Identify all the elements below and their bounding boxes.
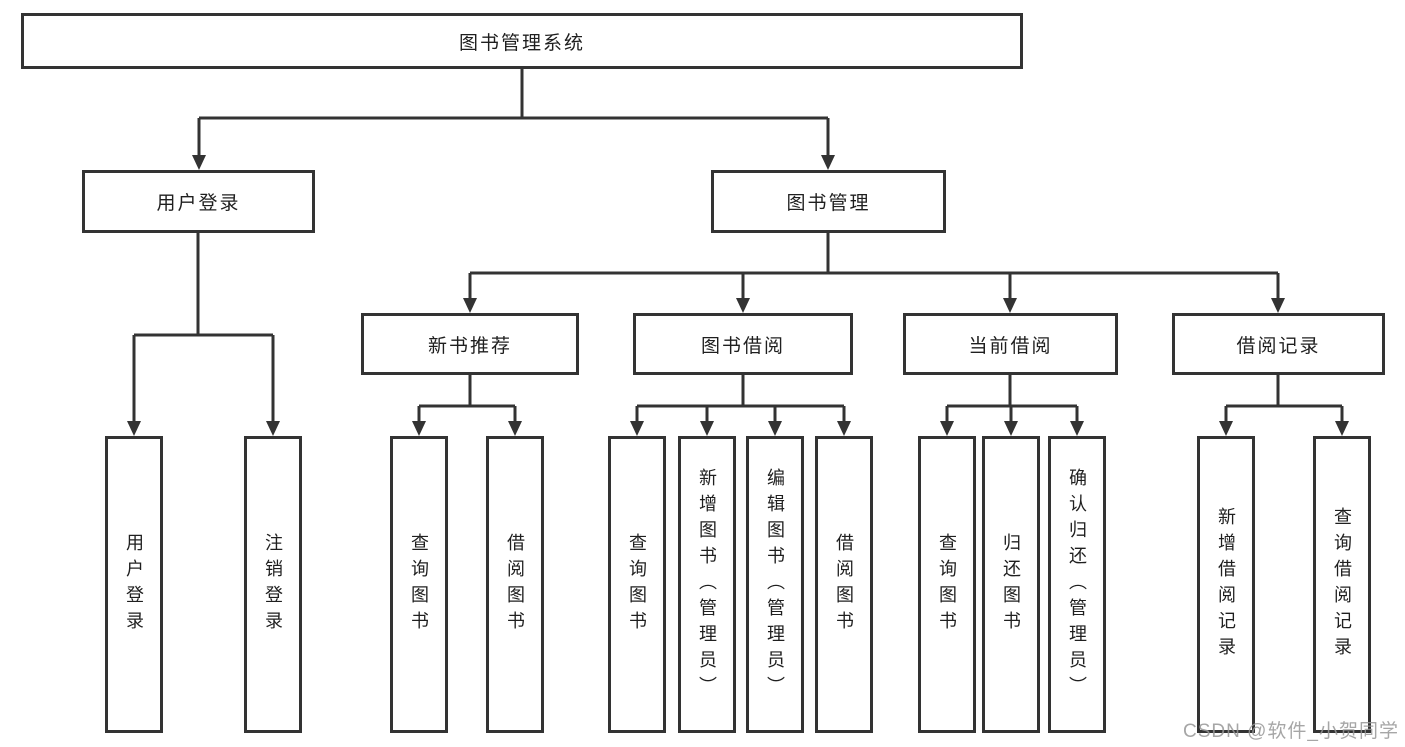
node-user-login-label: 用户登录 [156, 193, 241, 214]
arrowhead [1335, 421, 1349, 436]
leaf-current-query-book: 查询图书 [918, 436, 976, 733]
node-new-book-recommend-label: 新书推荐 [427, 335, 512, 357]
arrowheads [127, 155, 1349, 436]
leaf-return-book-label: 归还图书 [1001, 532, 1021, 637]
arrowhead [192, 155, 206, 170]
leaf-borrow-query-book: 查询图书 [608, 436, 666, 733]
edge-recommend-to-leaves [417, 375, 517, 422]
edge-login-to-leaves [132, 233, 275, 422]
leaf-recommend-borrow-book: 借阅图书 [486, 436, 544, 733]
node-book-management-label: 图书管理 [786, 193, 871, 214]
edge-borrow-to-leaves [635, 375, 846, 422]
leaf-logout: 注销登录 [244, 436, 302, 733]
edge-root-to-level2 [197, 69, 830, 156]
node-book-management: 图书管理 [711, 170, 946, 233]
leaf-add-book-admin-label: 新增图书（管理员） [697, 467, 717, 702]
leaf-confirm-return-admin-label: 确认归还（管理员） [1067, 467, 1087, 702]
arrowhead [1271, 298, 1285, 313]
node-book-borrow: 图书借阅 [633, 313, 853, 375]
arrowhead [412, 421, 426, 436]
node-root-label: 图书管理系统 [458, 32, 585, 54]
leaf-borrow-query-book-label: 查询图书 [627, 532, 647, 637]
node-new-book-recommend: 新书推荐 [361, 313, 579, 375]
connector-lines [132, 69, 1344, 422]
leaf-borrow-book-label: 借阅图书 [834, 532, 854, 637]
leaf-add-book-admin: 新增图书（管理员） [678, 436, 736, 733]
node-current-borrow: 当前借阅 [903, 313, 1118, 375]
node-user-login: 用户登录 [82, 170, 315, 233]
edge-current-to-leaves [945, 375, 1079, 422]
arrowhead [1219, 421, 1233, 436]
leaf-user-login-label: 用户登录 [124, 532, 144, 637]
leaf-add-borrow-record: 新增借阅记录 [1197, 436, 1255, 733]
arrowhead [940, 421, 954, 436]
leaf-current-query-book-label: 查询图书 [937, 532, 957, 637]
arrowhead [736, 298, 750, 313]
leaf-edit-book-admin-label: 编辑图书（管理员） [765, 467, 785, 702]
leaf-query-borrow-record-label: 查询借阅记录 [1332, 506, 1352, 663]
leaf-edit-book-admin: 编辑图书（管理员） [746, 436, 804, 733]
arrowhead [508, 421, 522, 436]
leaf-confirm-return-admin: 确认归还（管理员） [1048, 436, 1106, 733]
node-borrow-record-label: 借阅记录 [1236, 335, 1321, 357]
leaf-query-borrow-record: 查询借阅记录 [1313, 436, 1371, 733]
leaf-borrow-book: 借阅图书 [815, 436, 873, 733]
arrowhead [821, 155, 835, 170]
node-book-borrow-label: 图书借阅 [700, 335, 785, 357]
arrowhead [266, 421, 280, 436]
arrowhead [630, 421, 644, 436]
arrowhead [837, 421, 851, 436]
leaf-recommend-borrow-book-label: 借阅图书 [505, 532, 525, 637]
leaf-recommend-query-book-label: 查询图书 [409, 532, 429, 637]
leaf-recommend-query-book: 查询图书 [390, 436, 448, 733]
edge-mgmt-to-level3 [468, 233, 1280, 299]
arrowhead [1004, 421, 1018, 436]
edge-record-to-leaves [1224, 375, 1344, 422]
node-current-borrow-label: 当前借阅 [968, 335, 1053, 357]
watermark-text: CSDN @软件_小贺同学 [1183, 721, 1399, 742]
node-borrow-record: 借阅记录 [1172, 313, 1385, 375]
arrowhead [463, 298, 477, 313]
arrowhead [768, 421, 782, 436]
leaf-add-borrow-record-label: 新增借阅记录 [1216, 506, 1236, 663]
node-root: 图书管理系统 [21, 13, 1023, 69]
arrowhead [127, 421, 141, 436]
leaf-return-book: 归还图书 [982, 436, 1040, 733]
leaf-user-login: 用户登录 [105, 436, 163, 733]
arrowhead [700, 421, 714, 436]
leaf-logout-label: 注销登录 [263, 532, 283, 637]
arrowhead [1070, 421, 1084, 436]
arrowhead [1003, 298, 1017, 313]
